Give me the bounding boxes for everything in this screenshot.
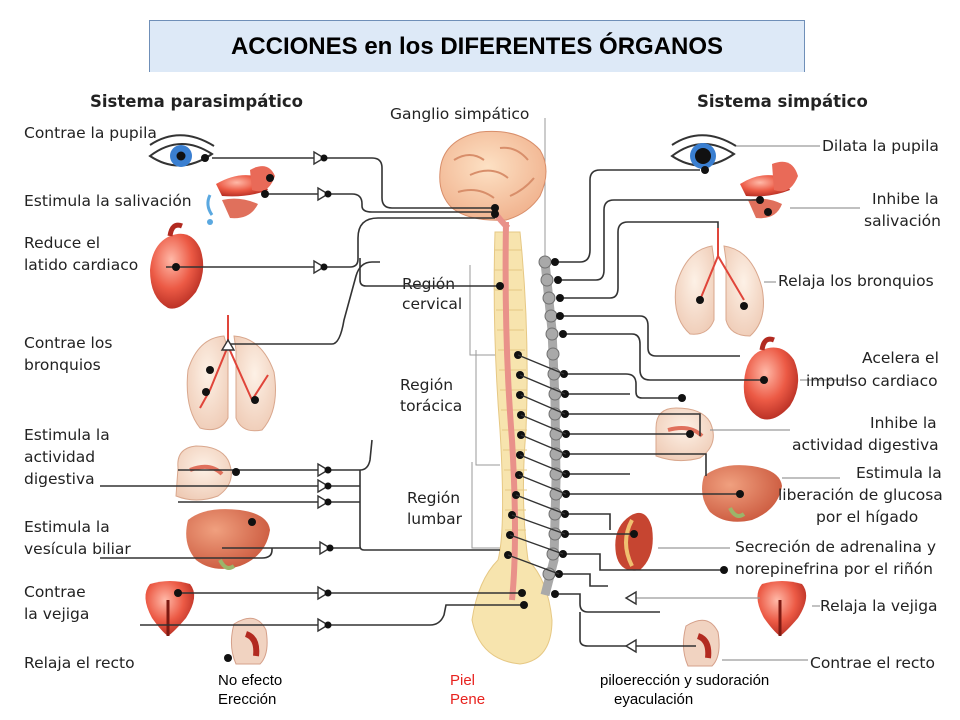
right-eye [670,134,737,169]
svg-text:torácica: torácica [400,397,462,415]
footer-col-piloereccion: piloerección y sudoración eyaculación [600,671,769,709]
svg-text:vesícula biliar: vesícula biliar [24,540,131,558]
svg-text:Contrae la pupila: Contrae la pupila [24,124,157,142]
svg-text:Región: Región [400,376,453,394]
page-title: ACCIONES en los DIFERENTES ÓRGANOS [230,32,724,60]
svg-text:la vejiga: la vejiga [24,605,89,623]
footer-piloereccion: piloerección y sudoración [600,672,770,689]
left-action-digestiva: Estimula la actividad digestiva [24,426,110,488]
right-heart [743,336,799,420]
footer-col-no-efecto: No efecto Erección [218,671,282,709]
svg-text:Región: Región [407,489,460,507]
region-thoracic-label: Región torácica [400,376,462,415]
title-box: ACCIONES en los DIFERENTES ÓRGANOS [149,20,805,72]
sympathetic-pathways [555,169,764,647]
sympathetic-header: Sistema simpático [697,92,868,111]
footer-piel: Piel [450,672,476,689]
left-heart [150,222,204,309]
parasympathetic-header: Sistema parasimpático [90,92,303,111]
svg-text:cervical: cervical [402,295,462,313]
svg-text:impulso cardiaco: impulso cardiaco [806,372,938,390]
svg-text:Estimula la: Estimula la [24,518,110,536]
right-action-recto: Contrae el recto [810,654,935,672]
footer-ereccion: Erección [218,691,277,708]
left-action-salivacion: Estimula la salivación [24,192,192,210]
right-action-cardiaco: Acelera el impulso cardiaco [806,349,939,390]
svg-text:Contrae: Contrae [24,583,86,601]
left-salivary-glands [206,166,275,225]
sympathetic-label-leaders [628,145,860,661]
parasympathetic-brainstem-links [359,258,500,551]
right-action-digestiva: Inhibe la actividad digestiva [792,414,939,454]
region-cervical-label: Región cervical [402,275,462,313]
svg-text:norepinefrina por el riñón: norepinefrina por el riñón [735,560,933,578]
svg-text:lumbar: lumbar [407,510,463,528]
svg-text:Estimula la: Estimula la [24,426,110,444]
region-brackets [469,118,546,549]
svg-text:Estimula la salivación: Estimula la salivación [24,192,192,210]
svg-text:Contrae los: Contrae los [24,334,112,352]
region-lumbar-label: Región lumbar [407,489,463,528]
sympathetic-ganglion-markers [551,258,637,654]
svg-text:Inhibe la: Inhibe la [872,190,939,208]
right-bladder [757,581,807,636]
svg-text:por el hígado: por el hígado [816,508,918,526]
svg-text:Acelera el: Acelera el [862,349,939,367]
svg-text:Contrae el recto: Contrae el recto [810,654,935,672]
left-eye [148,134,215,167]
spine [471,221,553,665]
svg-text:Estimula la: Estimula la [856,464,942,482]
svg-text:Inhibe la: Inhibe la [870,414,937,432]
svg-text:Relaja el recto: Relaja el recto [24,654,135,672]
svg-text:digestiva: digestiva [24,470,95,488]
right-action-adrenalina: Secreción de adrenalina y norepinefrina … [735,538,936,578]
svg-text:bronquios: bronquios [24,356,101,374]
ganglion-header: Ganglio simpático [390,105,529,123]
spinal-segment-links [507,354,567,575]
svg-text:Relaja los bronquios: Relaja los bronquios [778,272,934,290]
left-liver-gallbladder [186,509,270,570]
left-lungs [186,315,276,432]
right-lungs [674,228,764,337]
svg-text:Relaja la vejiga: Relaja la vejiga [820,597,938,615]
svg-text:Reduce el: Reduce el [24,234,100,252]
right-salivary-glands [740,161,798,219]
parasympathetic-ganglion-markers [220,150,334,633]
parasympathetic-pathways [100,157,524,626]
svg-text:Secreción de adrenalina y: Secreción de adrenalina y [735,538,936,556]
footer-pene: Pene [450,691,486,708]
right-action-glucosa: Estimula la liberación de glucosa por el… [778,464,943,526]
svg-text:salivación: salivación [864,212,941,230]
svg-text:Dilata la pupila: Dilata la pupila [822,137,939,155]
left-action-recto: Relaja el recto [24,654,135,672]
left-stomach [175,445,232,501]
left-action-latido: Reduce el latido cardiaco [24,234,138,274]
footer-no-efecto: No efecto [218,672,283,689]
footer-eyaculacion: eyaculación [614,691,694,708]
brain [439,130,547,231]
parasympathetic-organ-terminals [172,154,274,662]
right-rectum [682,619,720,667]
right-kidney [615,512,653,571]
sympathetic-organ-terminals [630,166,772,574]
footer-col-piel: Piel Pene [450,671,485,709]
left-bladder [145,581,195,636]
right-action-bronquios: Relaja los bronquios [778,272,934,290]
svg-text:Región: Región [402,275,455,293]
left-action-contrae-pupila: Contrae la pupila [24,124,157,142]
svg-text:actividad: actividad [24,448,95,466]
left-rectum [230,617,268,665]
svg-text:liberación de glucosa: liberación de glucosa [778,486,943,504]
left-action-bronquios: Contrae los bronquios [24,334,112,374]
right-action-vejiga: Relaja la vejiga [820,597,938,615]
right-action-salivacion: Inhibe la salivación [864,190,941,230]
svg-text:latido cardiaco: latido cardiaco [24,256,138,274]
right-action-pupila: Dilata la pupila [822,137,939,155]
left-action-vejiga: Contrae la vejiga [24,583,89,623]
sympathetic-ganglion-chain [538,255,563,597]
svg-text:actividad digestiva: actividad digestiva [792,436,939,454]
left-action-vesicula: Estimula la vesícula biliar [24,518,131,558]
